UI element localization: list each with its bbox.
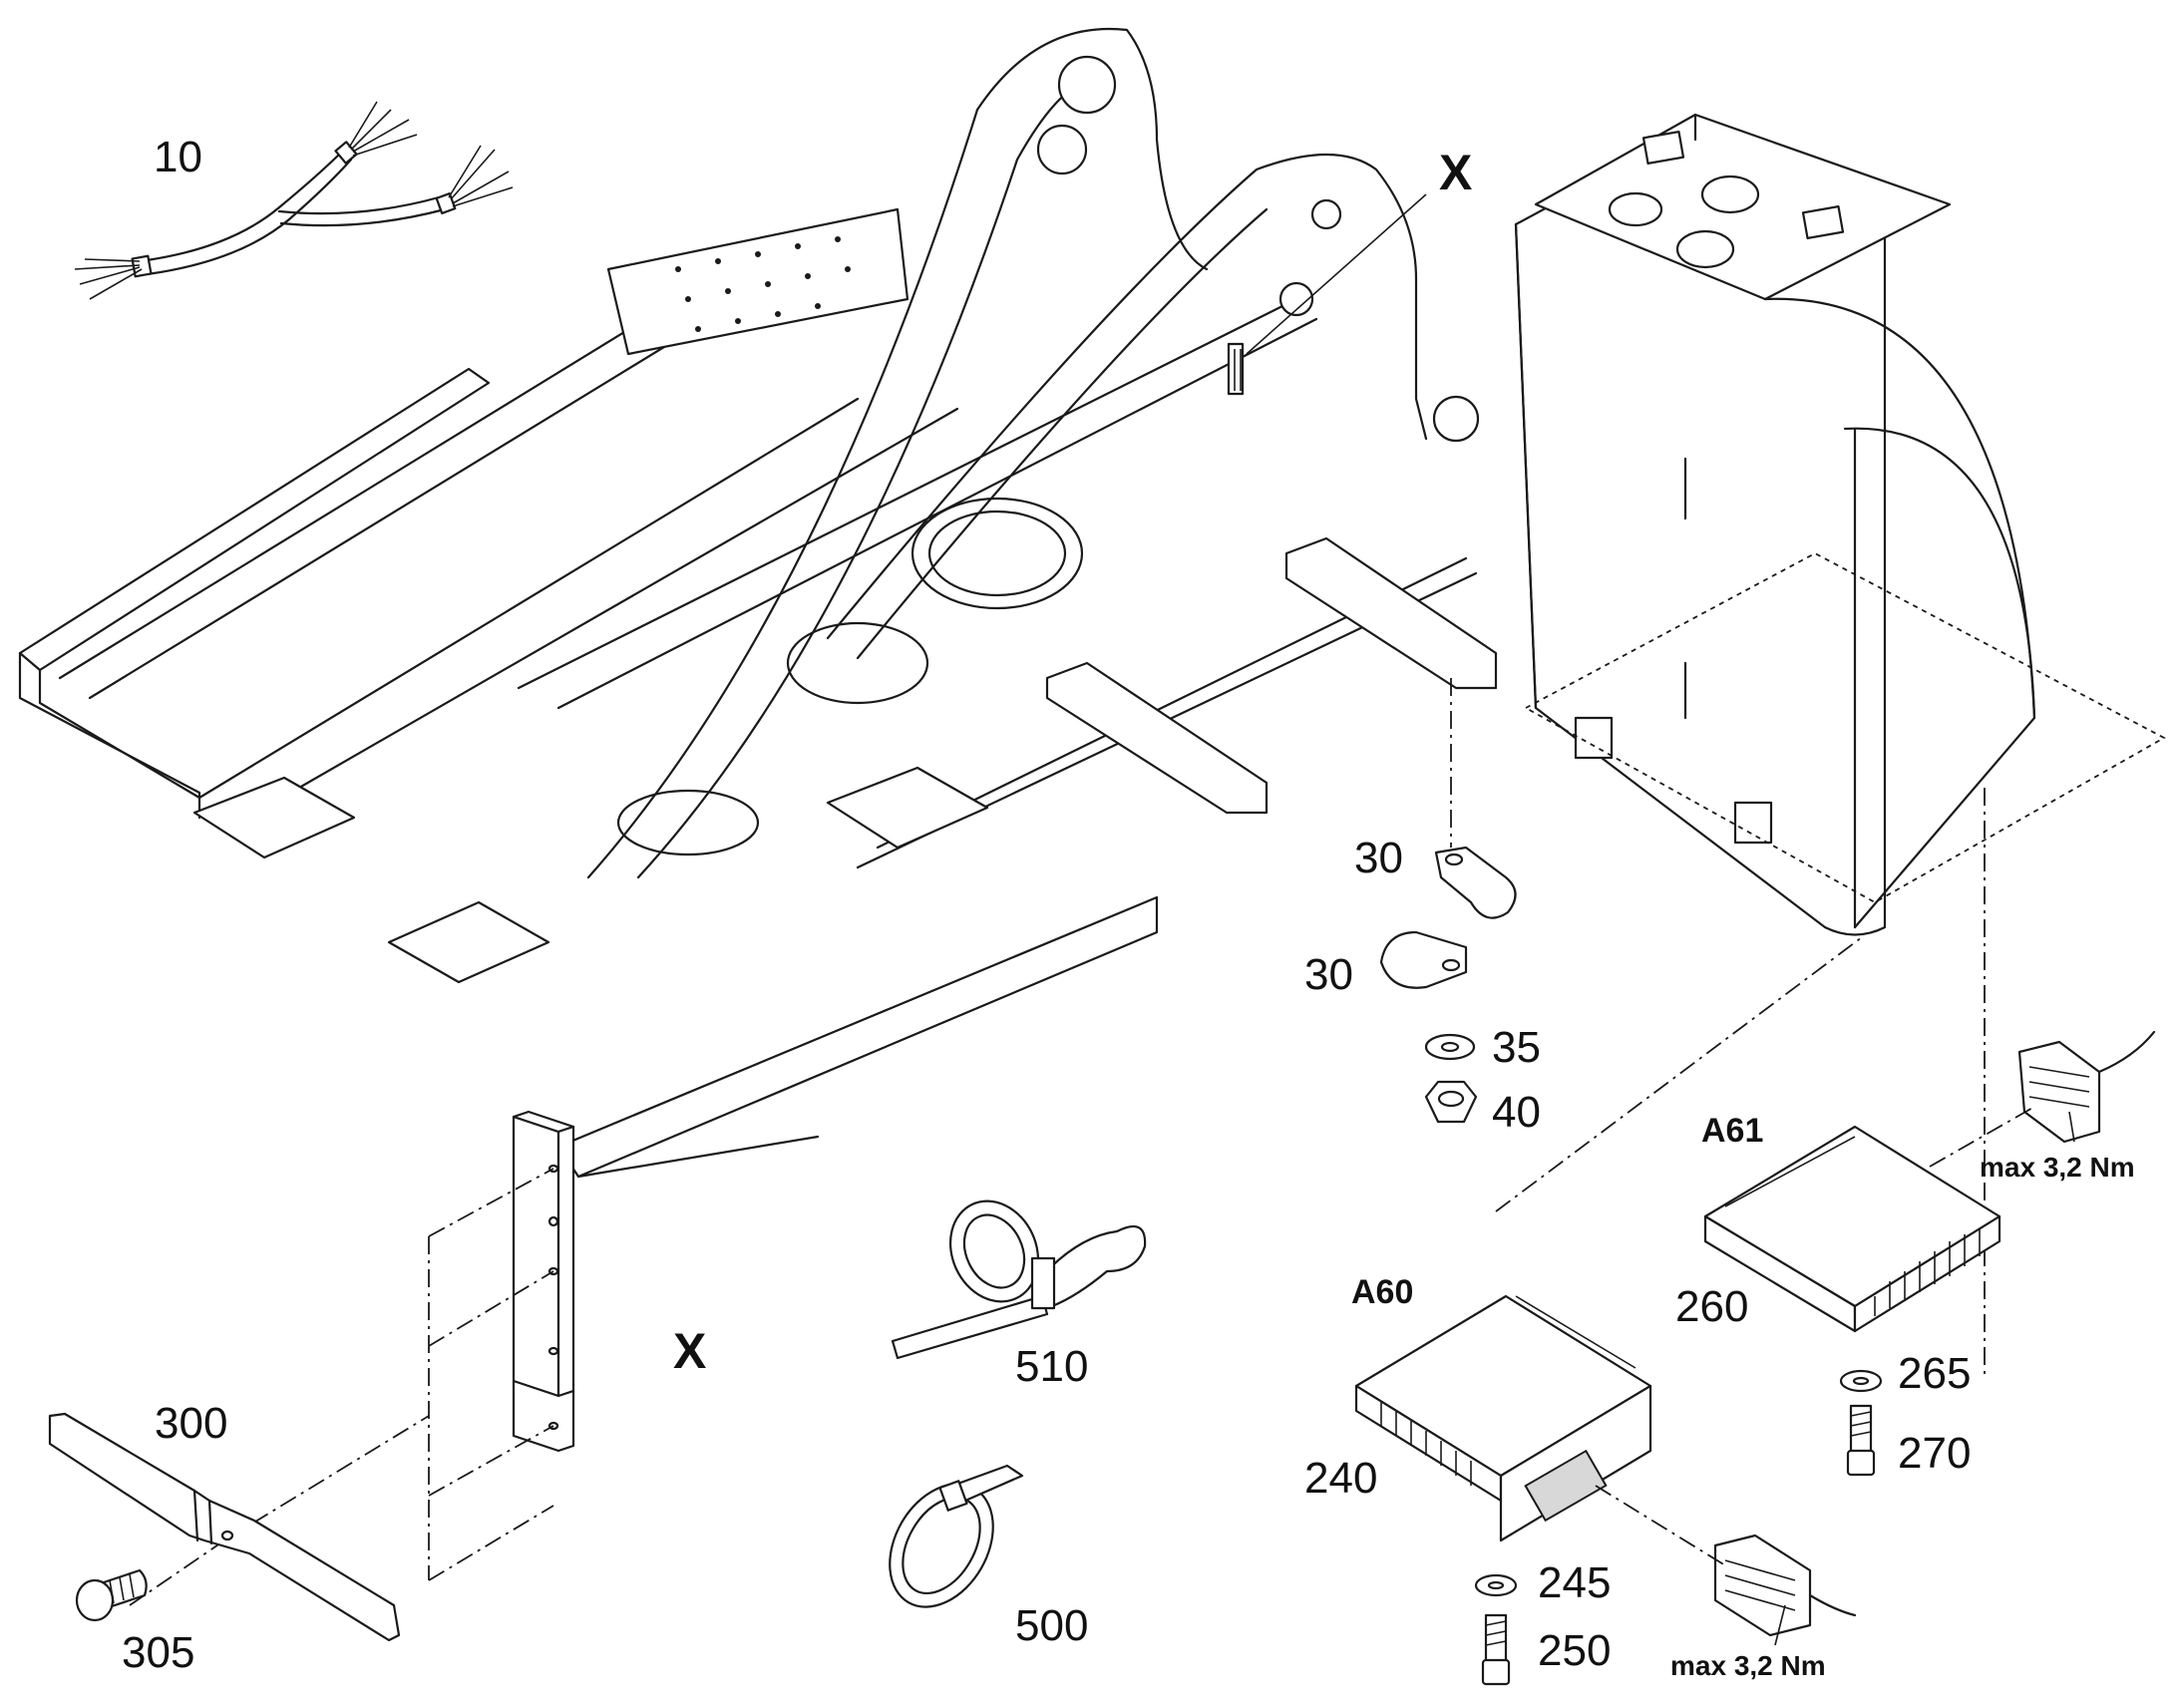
label-x-detail: X bbox=[673, 1323, 706, 1379]
label-part-10: 10 bbox=[154, 133, 202, 181]
clamp-part-30-upper bbox=[1434, 846, 1517, 919]
washer-part-35 bbox=[1424, 1033, 1476, 1061]
label-torque-a60: max 3,2 Nm bbox=[1670, 1650, 1826, 1681]
label-part-305: 305 bbox=[122, 1628, 194, 1677]
label-part-300: 300 bbox=[155, 1399, 227, 1448]
screw-part-250 bbox=[1481, 1613, 1511, 1686]
label-part-245: 245 bbox=[1538, 1558, 1611, 1607]
nut-part-40 bbox=[1424, 1080, 1478, 1124]
hidden-outline-housing bbox=[1524, 551, 2166, 904]
housing-cover bbox=[1514, 113, 2166, 936]
detail-x-centerlines bbox=[129, 1168, 554, 1606]
label-a61: A61 bbox=[1701, 1112, 1763, 1150]
strip-part-300 bbox=[48, 1412, 401, 1642]
leader-connector-a60 bbox=[1595, 1485, 1726, 1566]
label-torque-a61: max 3,2 Nm bbox=[1980, 1152, 2135, 1183]
top-plate-holes bbox=[675, 236, 851, 332]
label-x-top: X bbox=[1439, 145, 1472, 200]
label-part-30-upper: 30 bbox=[1354, 834, 1403, 882]
leader-torque-a61 bbox=[2068, 1111, 2075, 1143]
base-frame bbox=[18, 27, 1498, 1179]
controller-a60 bbox=[1354, 1294, 1652, 1542]
label-part-30-lower: 30 bbox=[1304, 950, 1353, 999]
label-a60: A60 bbox=[1351, 1273, 1413, 1311]
label-part-250: 250 bbox=[1538, 1626, 1611, 1675]
connector-a61 bbox=[2017, 1030, 2156, 1144]
leader-torque-a60 bbox=[1774, 1604, 1786, 1646]
washer-part-245 bbox=[1474, 1573, 1518, 1597]
label-part-240: 240 bbox=[1304, 1454, 1377, 1503]
bolt-part-305 bbox=[75, 1568, 148, 1622]
label-part-270: 270 bbox=[1898, 1429, 1971, 1478]
label-part-35: 35 bbox=[1492, 1023, 1541, 1072]
cable-tie-part-500 bbox=[889, 1464, 1024, 1608]
label-part-510: 510 bbox=[1015, 1342, 1088, 1391]
label-part-500: 500 bbox=[1015, 1601, 1088, 1650]
label-part-40: 40 bbox=[1492, 1088, 1541, 1137]
connector-a60 bbox=[1713, 1534, 1857, 1637]
washer-part-265 bbox=[1839, 1369, 1883, 1393]
cable-harness-part-10 bbox=[74, 101, 514, 300]
controller-a61 bbox=[1703, 1125, 2001, 1333]
label-part-260: 260 bbox=[1675, 1282, 1748, 1331]
leader-x-top bbox=[1246, 193, 1427, 355]
centerline-a60 bbox=[1495, 936, 1863, 1212]
leader-connector-a61 bbox=[1929, 1106, 2035, 1168]
cable-tie-mount-part-510 bbox=[891, 1199, 1147, 1360]
screw-part-270 bbox=[1846, 1404, 1876, 1477]
clamp-part-30-lower bbox=[1379, 930, 1468, 989]
detail-x-plate bbox=[512, 1110, 575, 1453]
label-part-265: 265 bbox=[1898, 1349, 1971, 1398]
